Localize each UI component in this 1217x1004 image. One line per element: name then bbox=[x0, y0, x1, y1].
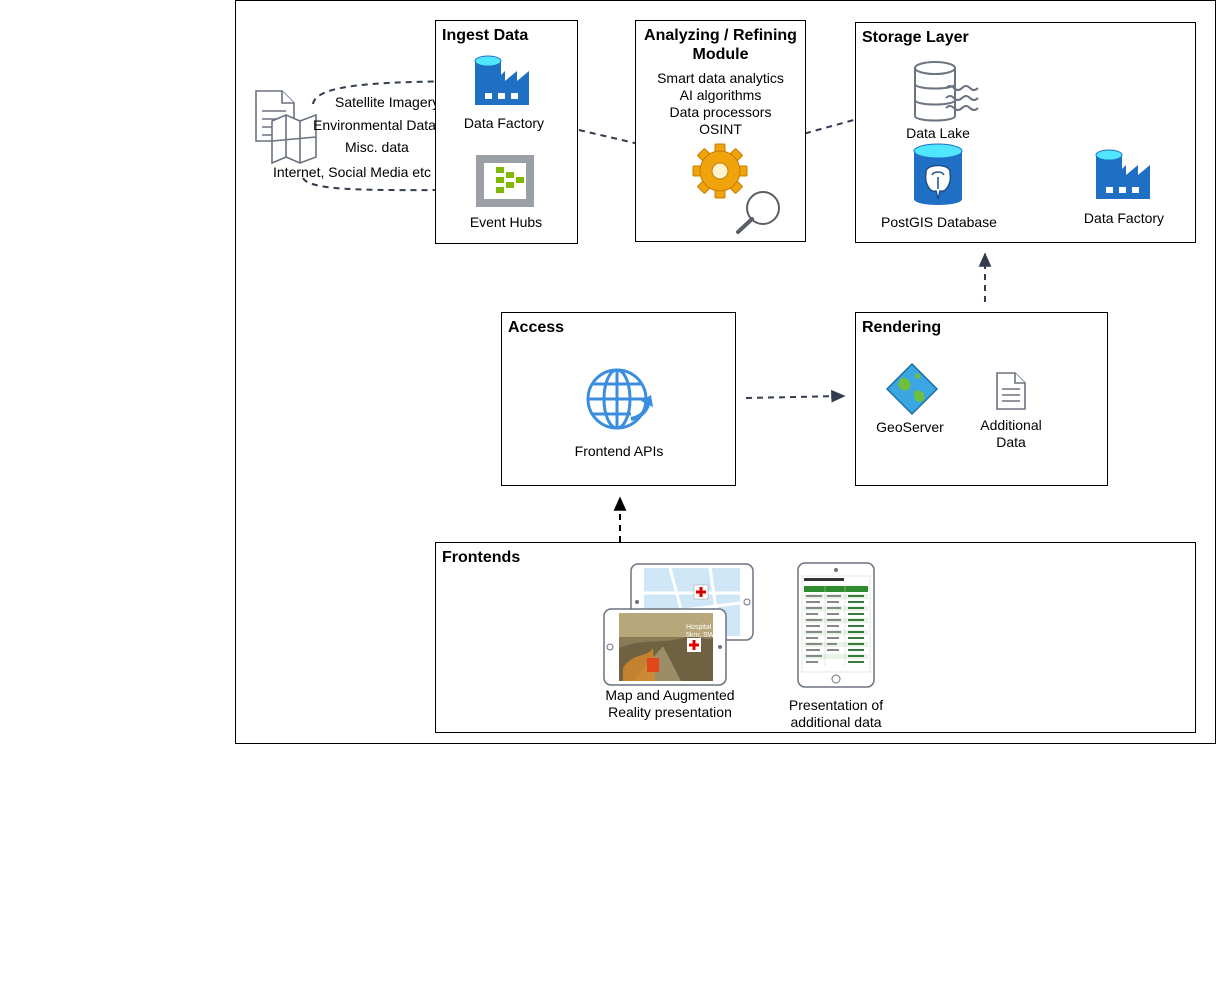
analyze-item-data-processors: Data processors bbox=[669, 104, 772, 120]
additional-data-doc-icon bbox=[995, 371, 1027, 416]
frontends-title: Frontends bbox=[442, 549, 521, 566]
event-hubs-icon bbox=[474, 153, 536, 214]
additional-data-presentation-line1: Presentation of bbox=[788, 697, 884, 713]
document-map-icon bbox=[254, 89, 320, 170]
event-hubs-label: Event Hubs bbox=[469, 214, 543, 230]
gear-icon bbox=[692, 141, 752, 208]
storage-data-factory-label: Data Factory bbox=[1083, 210, 1165, 226]
analyze-title-line1: Analyzing / Refining bbox=[644, 27, 797, 44]
magnifier-icon bbox=[735, 188, 783, 241]
source-environmental-data: Environmental Data bbox=[313, 117, 436, 133]
rendering-title: Rendering bbox=[862, 319, 942, 336]
storage-layer-title: Storage Layer bbox=[862, 29, 969, 46]
postgis-database-label: PostGIS Database bbox=[881, 214, 997, 230]
map-ar-label-line1: Map and Augmented bbox=[605, 687, 735, 703]
data-factory-icon bbox=[473, 53, 531, 114]
analyze-item-ai-algorithms: AI algorithms bbox=[679, 87, 762, 103]
ingest-data-factory-label: Data Factory bbox=[463, 115, 545, 131]
analyze-item-smart-analytics: Smart data analytics bbox=[657, 70, 784, 86]
hospital-ar-label-line2: 5km, SW bbox=[686, 632, 715, 639]
tablet-additional-data-view bbox=[797, 562, 875, 693]
storage-layer-box bbox=[855, 22, 1196, 243]
source-internet-social-media: Internet, Social Media etc bbox=[273, 164, 431, 180]
data-lake-label: Data Lake bbox=[906, 125, 970, 141]
data-lake-icon bbox=[912, 60, 984, 133]
additional-data-label-line2: Data bbox=[996, 434, 1026, 450]
analyze-item-osint: OSINT bbox=[699, 121, 742, 137]
access-title: Access bbox=[508, 319, 565, 336]
arrow-access-to-rendering bbox=[745, 389, 846, 403]
ingest-data-title: Ingest Data bbox=[442, 27, 529, 44]
arrow-sources-to-eventhubs bbox=[302, 177, 466, 197]
map-ar-label-line2: Reality presentation bbox=[608, 704, 732, 720]
analyze-title-line2: Module bbox=[692, 46, 749, 63]
additional-data-label-line1: Additional bbox=[980, 417, 1042, 433]
storage-data-factory-icon bbox=[1094, 147, 1152, 208]
hospital-ar-label-line1: Hospital bbox=[686, 624, 712, 631]
tablet-ar-view bbox=[603, 608, 727, 691]
frontend-apis-label: Frontend APIs bbox=[574, 443, 664, 459]
additional-data-presentation-line2: additional data bbox=[790, 714, 882, 730]
geoserver-label: GeoServer bbox=[876, 419, 944, 435]
globe-api-icon bbox=[585, 367, 655, 438]
geoserver-icon bbox=[885, 362, 939, 420]
postgis-database-icon bbox=[912, 143, 964, 214]
source-misc-data: Misc. data bbox=[345, 139, 409, 155]
source-satellite-imagery: Satellite Imagery bbox=[335, 94, 440, 110]
